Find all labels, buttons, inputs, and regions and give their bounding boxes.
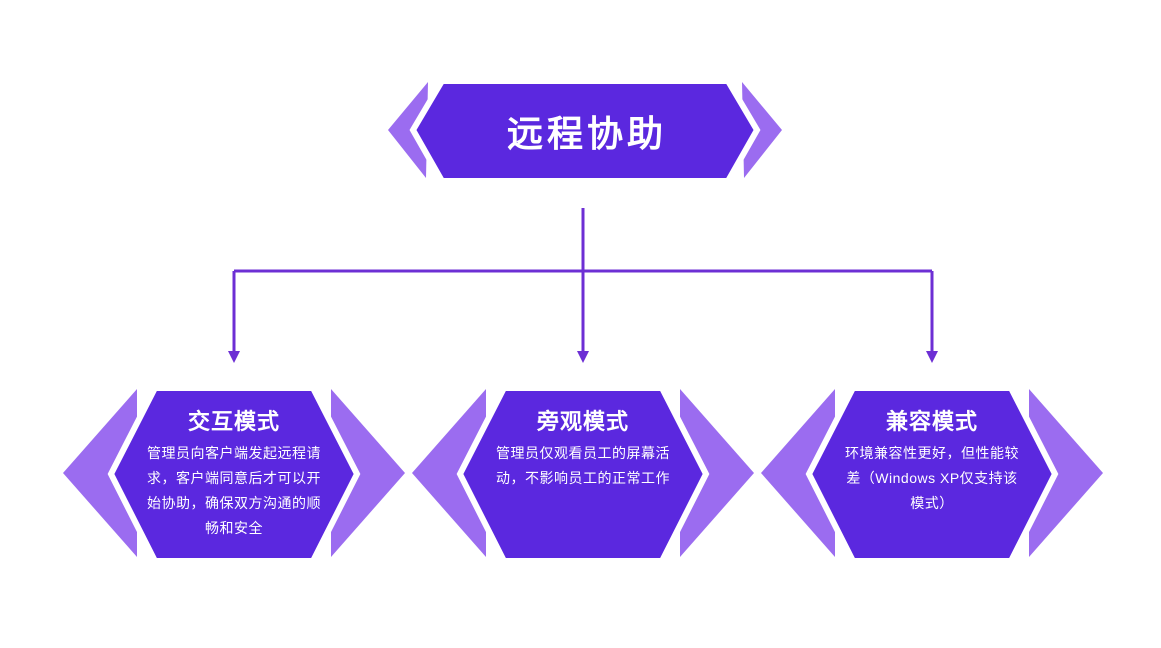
chevron-left-icon	[412, 389, 486, 557]
mode-node-description: 管理员仅观看员工的屏幕活动，不影响员工的正常工作	[496, 445, 670, 486]
mode-node-shape	[761, 385, 1103, 564]
mode-node-compatibility: 兼容模式 环境兼容性更好，但性能较差（Windows XP仅支持该模式）	[757, 385, 1107, 565]
chevron-right-icon	[1029, 389, 1103, 557]
chevron-left-icon	[388, 82, 428, 178]
root-node: 远程协助	[388, 78, 782, 184]
chevron-left-icon	[63, 389, 137, 557]
mode-node-content: 兼容模式 环境兼容性更好，但性能较差（Windows XP仅支持该模式）	[757, 385, 1107, 565]
arrowhead-center-icon	[577, 351, 589, 363]
mode-node-interactive: 交互模式 管理员向客户端发起远程请求，客户端同意后才可以开始协助，确保双方沟通的…	[59, 385, 409, 565]
mode-hexagon-shape	[456, 385, 710, 564]
mode-node-title: 旁观模式	[536, 409, 629, 434]
mode-node-shape	[63, 385, 405, 564]
mode-node-description: 环境兼容性更好，但性能较差（Windows XP仅支持该模式）	[845, 445, 1019, 511]
mode-node-description: 管理员向客户端发起远程请求，客户端同意后才可以开始协助，确保双方沟通的顺畅和安全	[147, 445, 321, 536]
mode-node-observer: 旁观模式 管理员仅观看员工的屏幕活动，不影响员工的正常工作	[408, 385, 758, 565]
mode-node-shape	[412, 385, 754, 564]
mode-node-content: 旁观模式 管理员仅观看员工的屏幕活动，不影响员工的正常工作	[408, 385, 758, 565]
root-hexagon-shape	[409, 78, 761, 184]
chevron-left-icon	[761, 389, 835, 557]
arrowhead-left-icon	[228, 351, 240, 363]
chevron-right-icon	[331, 389, 405, 557]
mode-node-content: 交互模式 管理员向客户端发起远程请求，客户端同意后才可以开始协助，确保双方沟通的…	[59, 385, 409, 565]
mode-node-title: 交互模式	[187, 409, 280, 434]
mode-node-title: 兼容模式	[885, 409, 978, 434]
root-node-title: 远程协助	[506, 113, 667, 154]
mode-hexagon-shape	[805, 385, 1059, 564]
arrowhead-right-icon	[926, 351, 938, 363]
chevron-right-icon	[680, 389, 754, 557]
root-node-shape	[388, 78, 782, 184]
mode-hexagon-shape	[107, 385, 361, 564]
chevron-right-icon	[742, 82, 782, 178]
